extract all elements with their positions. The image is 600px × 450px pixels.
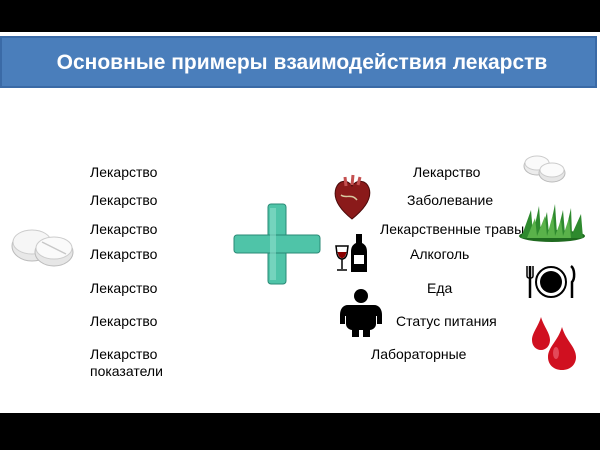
slide: Основные примеры взаимодействия лекарств…: [0, 32, 600, 413]
right-item-1: Лекарство: [413, 164, 481, 180]
right-item-6: Статус питания: [396, 313, 497, 329]
blood-drops-icon: [532, 317, 576, 370]
right-item-7: Лабораторные: [371, 346, 467, 362]
left-item-5: Лекарство: [90, 280, 158, 296]
left-item-4: Лекарство: [90, 246, 158, 262]
heart-icon: [334, 174, 371, 220]
person-icon: [340, 289, 382, 337]
right-item-4: Алкоголь: [410, 246, 470, 262]
slide-title: Основные примеры взаимодействия лекарств: [56, 51, 548, 74]
title-bar: Основные примеры взаимодействия лекарств: [0, 36, 597, 88]
right-item-3: Лекарственные травы: [380, 221, 525, 237]
plate-cutlery-icon: [526, 265, 576, 298]
left-item-7-continuation: показатели: [90, 363, 163, 379]
grass-icon: [519, 204, 585, 242]
left-item-6: Лекарство: [90, 313, 158, 329]
left-item-3: Лекарство: [90, 221, 158, 237]
wine-bottle-icon: [335, 234, 367, 272]
left-item-7: Лекарство: [90, 346, 158, 362]
right-item-2: Заболевание: [407, 192, 494, 208]
left-item-2: Лекарство: [90, 192, 158, 208]
plus-icon: [233, 203, 321, 285]
right-item-5: Еда: [427, 280, 453, 296]
pills-icon: [11, 229, 74, 267]
pills-icon: [523, 155, 566, 183]
left-item-1: Лекарство: [90, 164, 158, 180]
